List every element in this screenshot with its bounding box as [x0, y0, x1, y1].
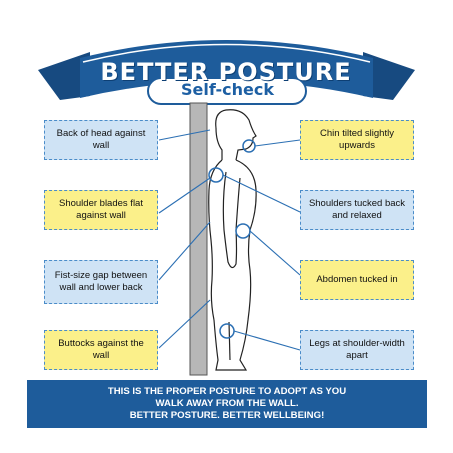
ribbon-tail-left [38, 52, 90, 100]
leader-abdomen [249, 230, 301, 276]
leader-lower-back [158, 221, 211, 281]
footer-line-2: WALK AWAY FROM THE WALL. [155, 398, 299, 409]
leader-legs [233, 330, 301, 351]
label-buttocks: Buttocks against the wall [44, 330, 158, 370]
leader-buttocks [158, 299, 211, 349]
footer-banner: THIS IS THE PROPER POSTURE TO ADOPT AS Y… [27, 380, 427, 428]
label-chin: Chin tilted slightly upwards [300, 120, 414, 160]
leader-lines [158, 129, 301, 351]
label-lower-back-gap: Fist-size gap between wall and lower bac… [44, 260, 158, 304]
footer-line-3: BETTER POSTURE. BETTER WELLBEING! [129, 410, 325, 421]
page-title: BETTER POSTURE [100, 58, 352, 86]
label-shoulder-blades: Shoulder blades flat against wall [44, 190, 158, 230]
title-ribbon [38, 40, 415, 105]
marker-abdomen [235, 223, 251, 239]
marker-legs [219, 323, 235, 339]
ribbon-tail-right [363, 52, 415, 100]
person-outline [208, 109, 257, 371]
label-abdomen: Abdomen tucked in [300, 260, 414, 300]
leader-chin [254, 139, 301, 147]
page-subtitle: Self-check [180, 80, 275, 99]
leader-shoulder-blades [158, 177, 211, 214]
leader-shoulders [222, 174, 301, 213]
subtitle-pill [147, 77, 307, 105]
wall [189, 102, 208, 376]
marker-shoulder [208, 167, 224, 183]
label-legs: Legs at shoulder-width apart [300, 330, 414, 370]
marker-circles [208, 139, 256, 339]
leader-back-of-head [158, 129, 211, 141]
marker-chin [242, 139, 256, 153]
label-shoulders: Shoulders tucked back and relaxed [300, 190, 414, 230]
footer-line-1: THIS IS THE PROPER POSTURE TO ADOPT AS Y… [107, 386, 347, 397]
label-back-of-head: Back of head against wall [44, 120, 158, 160]
